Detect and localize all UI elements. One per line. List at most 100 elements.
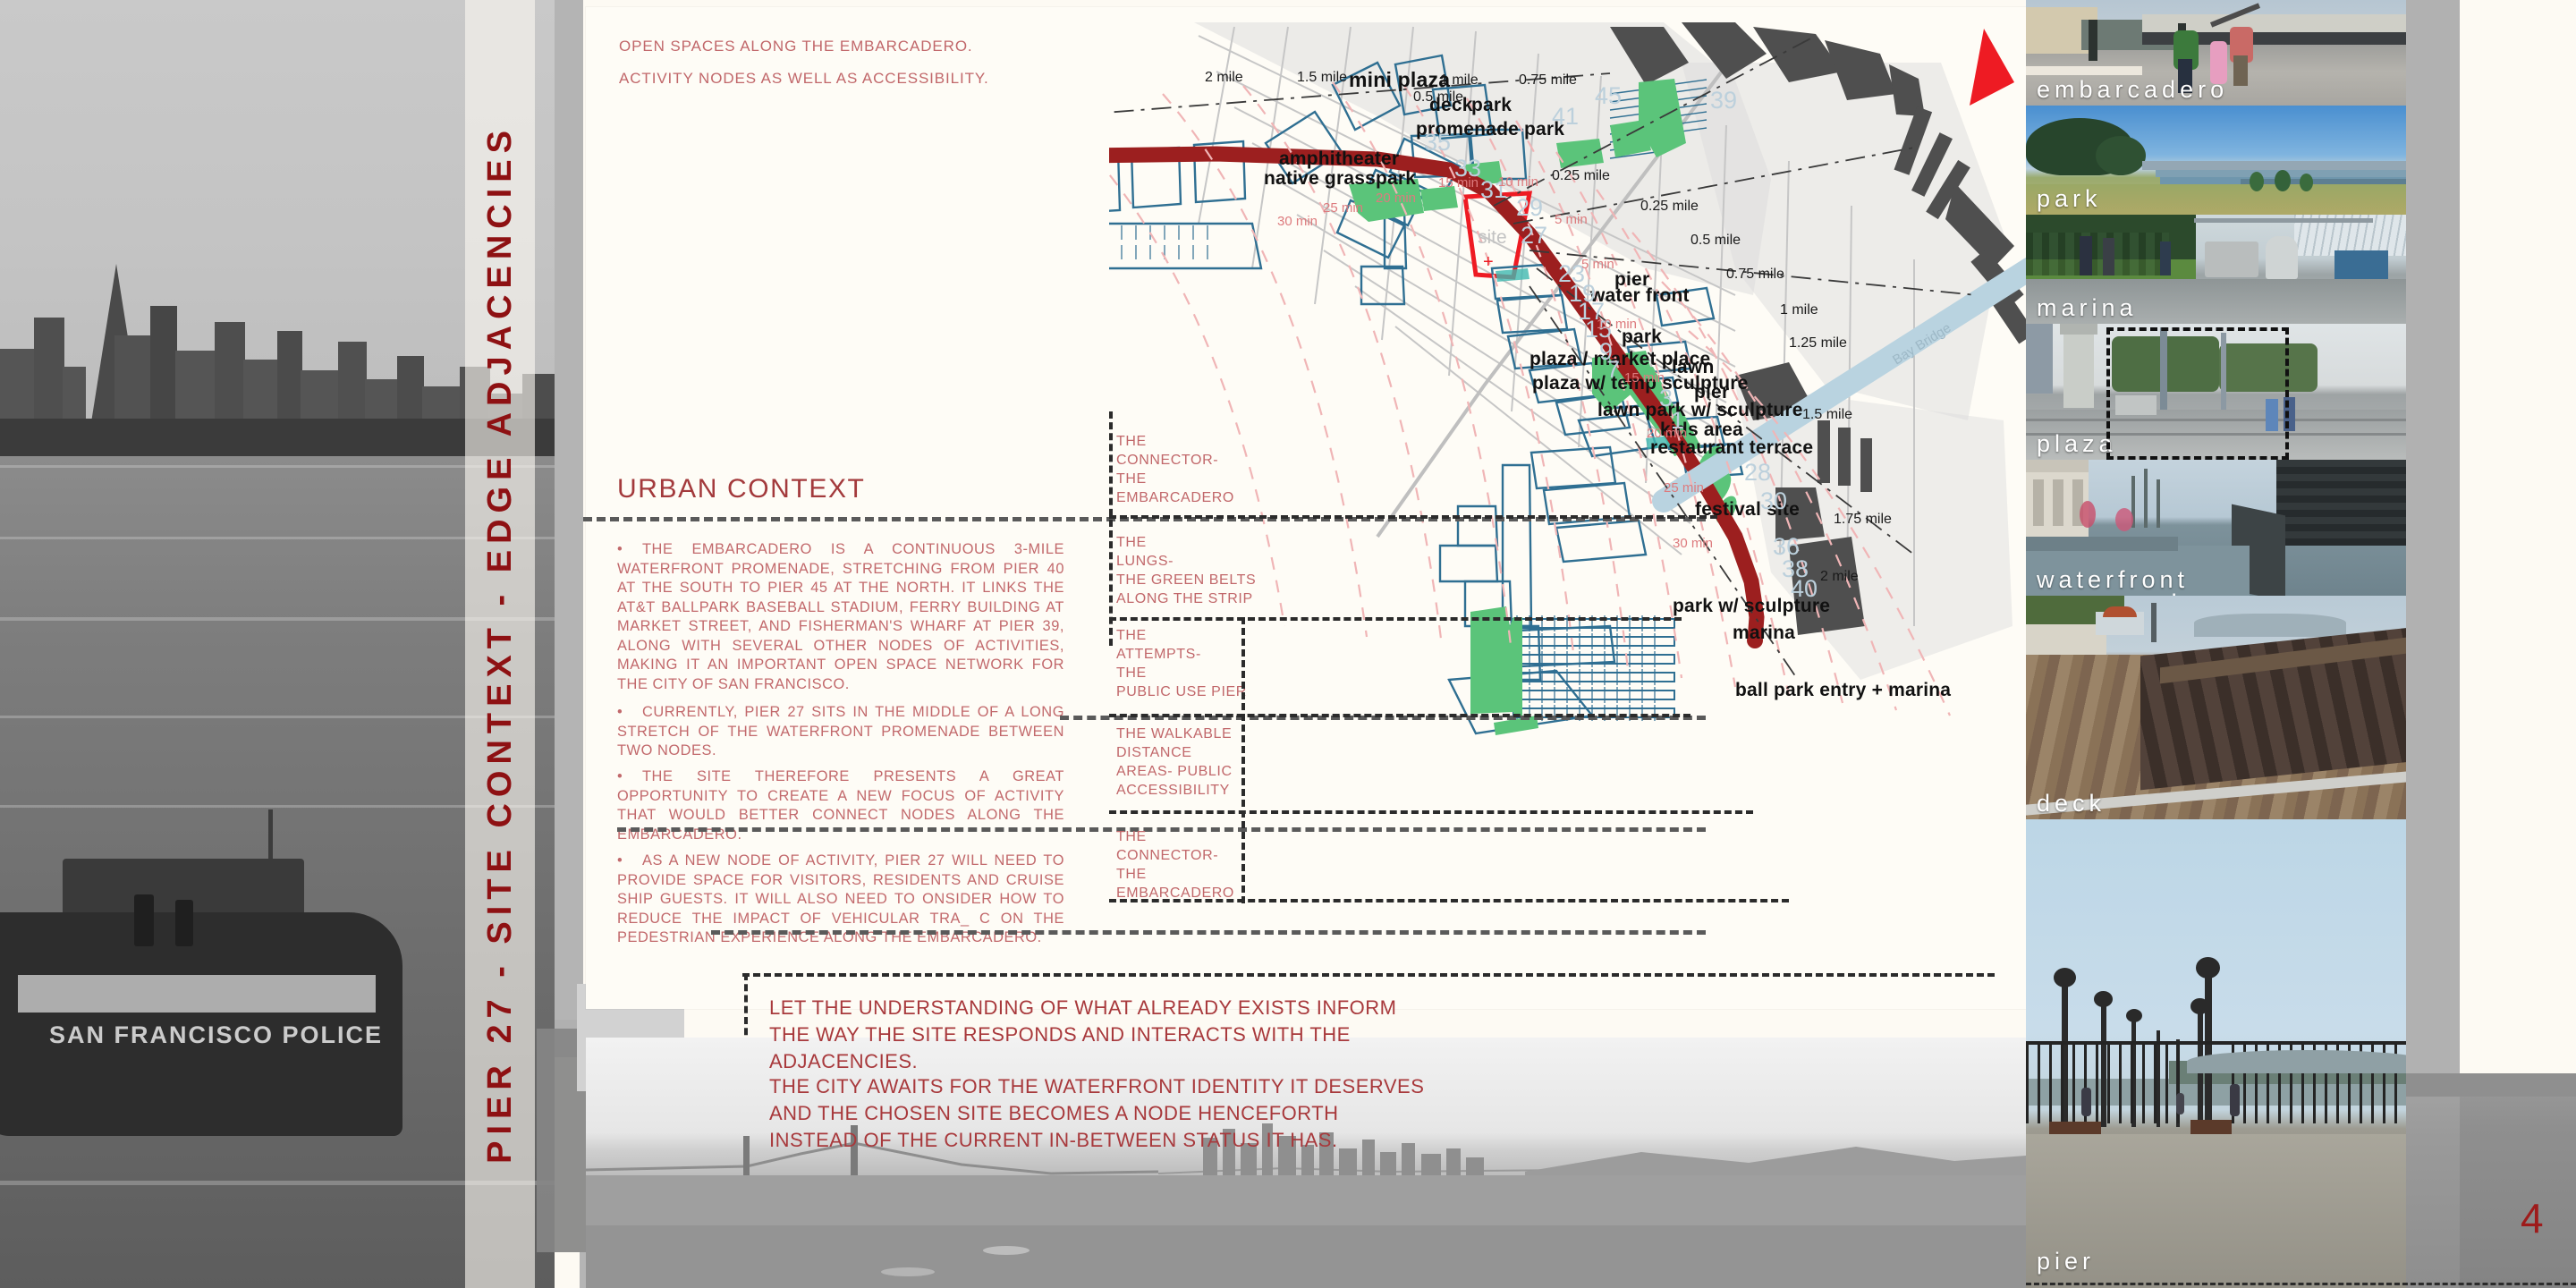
- walk-time-label: 5 min: [1555, 212, 1588, 227]
- annotation-connector-1: THE CONNECTOR- THE EMBARCADERO: [1116, 434, 1234, 505]
- figure-on-boat: [134, 894, 154, 946]
- map-label: festival site: [1695, 499, 1800, 520]
- annotation-divider-b: [1109, 617, 1682, 621]
- map-label: pier: [1614, 269, 1650, 290]
- photo-plaza: [2026, 324, 2428, 460]
- board-title: PIER 27 - SITE CONTEXT - EDGE ADJACENCIE…: [465, 0, 535, 1288]
- bullet-dot-icon: •: [617, 704, 623, 720]
- annotation-divider-e: [1109, 899, 1789, 902]
- walk-time-label: 10 min: [1597, 317, 1638, 332]
- photo-caption: park: [2037, 185, 2102, 212]
- photo-pier: [2026, 819, 2428, 1288]
- statement-2: THE CITY AWAITS FOR THE WATERFRONT IDENT…: [769, 1075, 1425, 1151]
- walk-time-label: 5 min: [1581, 257, 1614, 272]
- distance-label: 0.25 mile: [1640, 199, 1699, 214]
- photo-caption: waterfront: [2037, 566, 2190, 593]
- photo-row-pier[interactable]: pier: [2026, 819, 2576, 1288]
- annotation-frame-mid: [1241, 617, 1245, 903]
- map-label: marina: [1733, 623, 1796, 643]
- pier-number: 15: [1585, 316, 1613, 343]
- map-label: amphitheater: [1279, 148, 1400, 169]
- distance-label: 0.5 mile: [1690, 233, 1741, 248]
- board-title-text: PIER 27 - SITE CONTEXT - EDGE ADJACENCIE…: [480, 124, 519, 1164]
- map-label: promenade park: [1416, 119, 1565, 140]
- map-label: park: [1471, 95, 1513, 115]
- photo-waterfront-promenade: [2026, 460, 2428, 596]
- urban-context-title: URBAN CONTEXT: [617, 474, 866, 504]
- site-label: site: [1478, 227, 1507, 248]
- bottom-edge-dash: [2026, 1283, 2576, 1285]
- photo-caption: deck: [2037, 790, 2106, 817]
- pier-number: 28: [1744, 459, 1772, 486]
- distance-label: 2 mile: [1820, 569, 1859, 584]
- map-label: park: [1622, 326, 1663, 347]
- pier-number: 45: [1595, 82, 1623, 109]
- pier-number: 1: [1671, 407, 1685, 434]
- gray-strip-right: [2406, 0, 2460, 1199]
- bullet-dot-icon: •: [617, 541, 623, 557]
- headnote-2: ACTIVITY NODES AS WELL AS ACCESSIBILITY.: [619, 70, 989, 87]
- pier-number: 31: [1480, 176, 1508, 203]
- horizon-band: [2406, 1073, 2576, 1097]
- divider-under-title: [583, 517, 1706, 521]
- walk-time-label: 30 min: [1673, 536, 1714, 551]
- walk-time-label: 10 min: [1498, 174, 1539, 190]
- map-label: native grasspark: [1264, 168, 1417, 189]
- statement-frame-top-line: [742, 973, 1995, 977]
- pier-number: 19: [1569, 280, 1597, 307]
- photo-caption: plaza: [2037, 430, 2117, 457]
- bullet-dot-icon: •: [617, 768, 623, 784]
- pier-number: 39: [1710, 87, 1738, 114]
- map-label: water front: [1590, 285, 1690, 306]
- map-label: plaza / market place: [1530, 349, 1711, 369]
- pier-number: 29: [1516, 194, 1544, 221]
- pier-number: 27: [1521, 222, 1548, 249]
- boat-stripe: [18, 975, 376, 1013]
- urban-context-bullet-2: •CURRENTLY, PIER 27 SITS IN THE MIDDLE O…: [617, 703, 1064, 761]
- page-number: 4: [2521, 1195, 2544, 1241]
- annotation-divider-d: [1109, 810, 1753, 814]
- walk-time-label: 15 min: [1624, 370, 1665, 386]
- distance-label: 0.5 mile: [1413, 89, 1464, 105]
- photo-caption: pier: [2037, 1248, 2096, 1275]
- bullet-text: THE EMBARCADERO IS A CONTINUOUS 3-MILE W…: [617, 541, 1064, 692]
- map-label: restaurant terrace: [1650, 437, 1814, 458]
- left-photo-sf-skyline: SAN FRANCISCO POLICE: [0, 0, 555, 1288]
- gray-bar-left: [555, 0, 583, 1055]
- photo-embarcadero: [2026, 0, 2428, 106]
- walk-time-label: 15 min: [1438, 175, 1479, 191]
- walk-time-label: 20 min: [1647, 426, 1688, 441]
- walk-time-label: 20 min: [1376, 191, 1417, 206]
- site-context-map: Bay Bridge: [1109, 0, 2030, 1288]
- figure-on-boat: [175, 900, 193, 946]
- paper-edge-right: [2460, 0, 2576, 1181]
- right-bottom-gray-sliver: [2406, 1073, 2460, 1288]
- map-label: ball park entry + marina: [1735, 680, 1952, 700]
- distance-label: 0.75 mile: [1519, 72, 1577, 88]
- pier-number: 9: [1599, 338, 1614, 365]
- annotation-divider-c: [1109, 714, 1690, 717]
- headnote-1: OPEN SPACES ALONG THE EMBARCADERO.: [619, 38, 973, 55]
- bottom-skyline-photo: [586, 1038, 2026, 1288]
- annotation-walkable: THE WALKABLE DISTANCE AREAS- PUBLIC ACCE…: [1116, 726, 1233, 798]
- pier-number: 36: [1773, 533, 1801, 560]
- distance-label: 2 mile: [1205, 70, 1243, 85]
- embarcadero-route: [1109, 146, 1765, 648]
- map-label: lawn park w/ sculpture: [1597, 400, 1803, 420]
- distance-label: 1 mile: [1780, 302, 1818, 318]
- distance-label: 1.25 mile: [1789, 335, 1847, 351]
- annotation-frame-left: [1109, 411, 1113, 646]
- bay-water: [0, 420, 555, 1288]
- map-label: park w/ sculpture: [1673, 596, 1831, 616]
- map-graphics: Bay Bridge: [1109, 22, 2030, 735]
- pier-number: 30: [1760, 487, 1788, 514]
- map-label: plaza w/ temp sculpture: [1532, 373, 1749, 394]
- photo-row-park[interactable]: park THE SOCIAL IN- TERCHANGE- VARIED TR…: [2026, 106, 2576, 227]
- distance-label: 1.5 mile: [1297, 70, 1348, 85]
- bullet-dot-icon: •: [617, 852, 623, 869]
- map-label: pier: [1694, 382, 1730, 402]
- photo-park: [2026, 106, 2428, 215]
- map-label: mini plaza: [1349, 68, 1451, 91]
- pier-number: 7: [1606, 356, 1621, 383]
